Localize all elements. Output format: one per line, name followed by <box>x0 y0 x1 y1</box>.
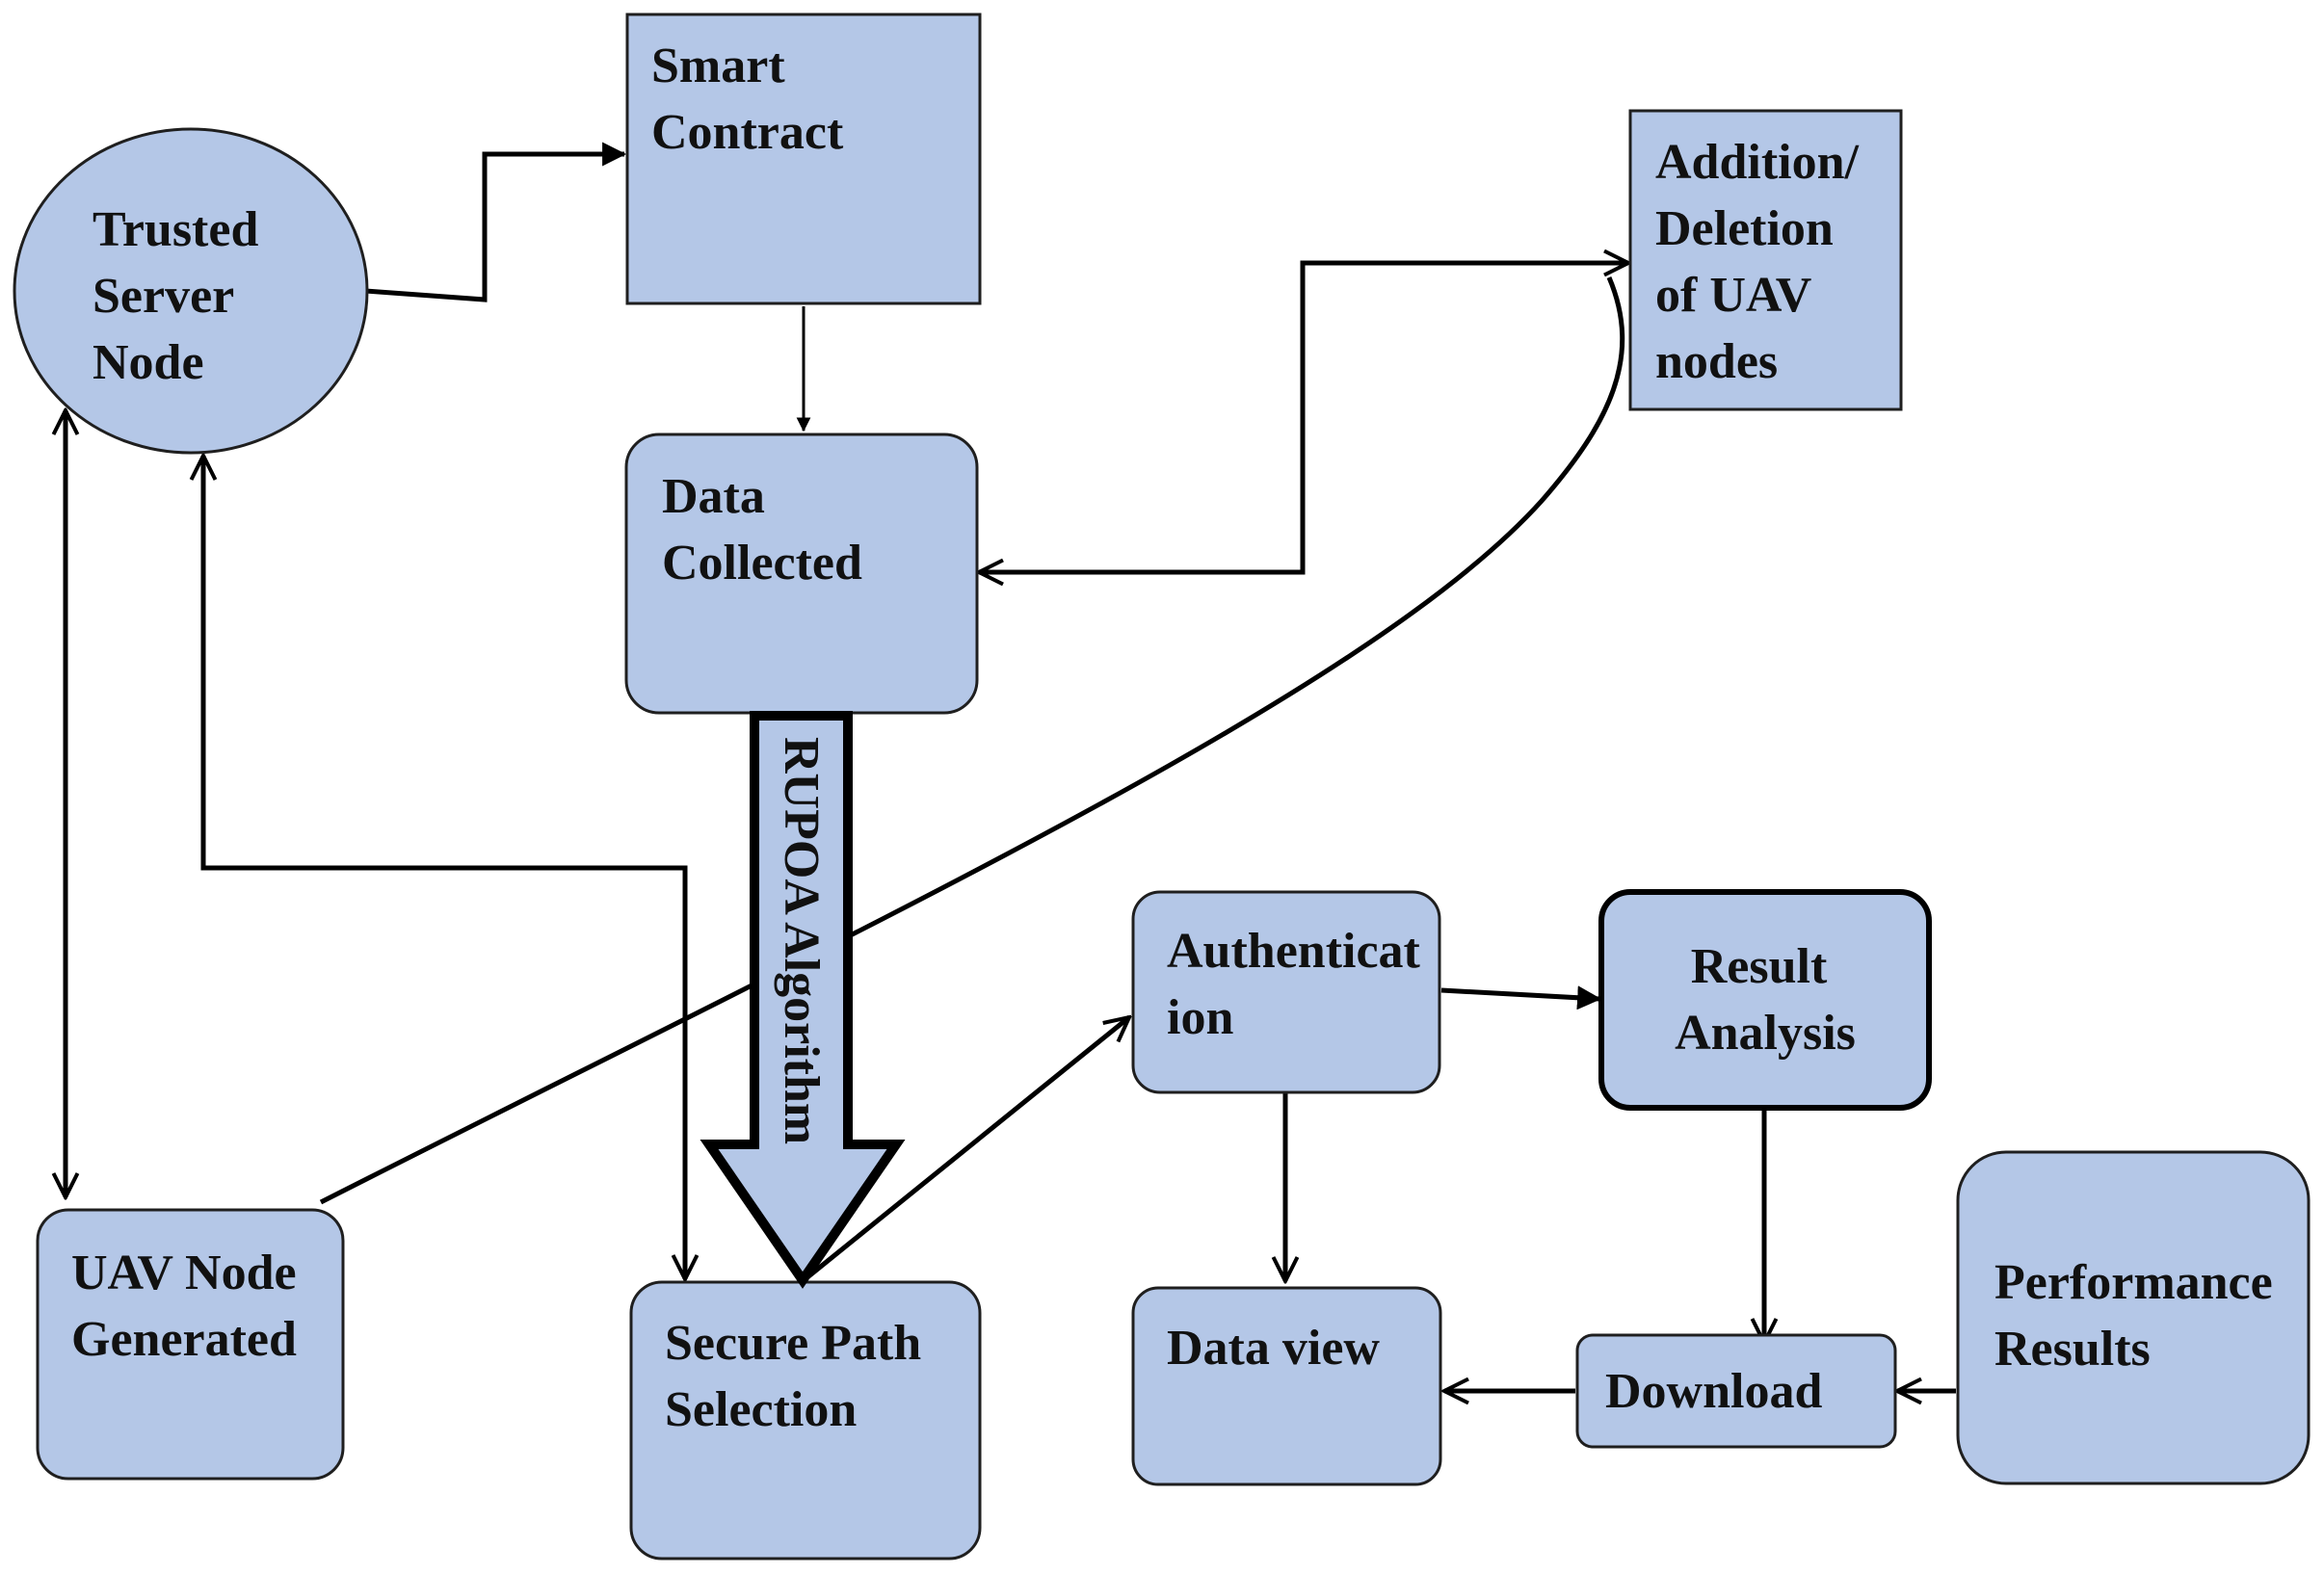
svg-text:UAV Node Generated: UAV Node Generated <box>71 1246 309 1367</box>
node-label-line: Collected <box>662 536 862 590</box>
node-label-line: Server <box>92 269 233 324</box>
node-label-line: Data view <box>1167 1321 1380 1376</box>
rupoa-algorithm-arrow: RUPOA Algorithm <box>700 711 906 1289</box>
node-label-line: Performance <box>1994 1255 2273 1310</box>
node-result-analysis: Result Analysis <box>1598 889 1932 1111</box>
svg-text:Performance Results: Performance Results <box>1994 1255 2285 1377</box>
node-addition-deletion: Addition/ Deletion of UAV nodes <box>1628 109 1903 411</box>
node-label-line: Addition/ <box>1655 135 1860 190</box>
node-shape <box>1956 1150 2311 1485</box>
node-data-view: Data view <box>1131 1286 1442 1486</box>
node-secure-path: Secure Path Selection <box>629 1280 982 1561</box>
node-shape <box>1131 890 1441 1094</box>
node-label-line: UAV Node <box>71 1246 297 1300</box>
node-shape <box>625 13 982 305</box>
node-data-collected: Data Collected <box>624 433 979 715</box>
node-shape <box>1575 1333 1897 1449</box>
node-download: Download <box>1575 1333 1897 1449</box>
node-label-line: ion <box>1167 990 1233 1045</box>
node-label-line: Selection <box>665 1382 857 1437</box>
node-uav-node-generated: UAV Node Generated <box>36 1208 345 1481</box>
svg-text:Result Analysis: Result Analysis <box>1675 939 1856 1061</box>
nodes: Trusted Server Node Smart Contract Addit… <box>13 13 2311 1561</box>
node-label-line: Data <box>662 469 765 524</box>
node-label-line: Node <box>92 335 204 390</box>
svg-text:Trusted Server: Trusted Server Node <box>92 202 271 390</box>
node-trusted-server: Trusted Server Node <box>13 127 369 455</box>
block-arrow-label: RUPOA Algorithm <box>774 737 829 1144</box>
node-shape <box>1628 109 1903 411</box>
node-label-line: Results <box>1994 1322 2151 1377</box>
node-label-line: Authenticat <box>1167 924 1421 979</box>
svg-text:Addition/ Deletion: Addition/ Deletion of UAV nodes <box>1655 135 1871 389</box>
node-label-line: Contract <box>651 105 844 160</box>
svg-text:Authenticat ion: Authenticat ion <box>1167 924 1433 1045</box>
block-arrow-shape <box>700 711 906 1289</box>
node-authentication: Authenticat ion <box>1131 890 1441 1094</box>
node-label-line: Result <box>1691 939 1828 994</box>
node-label-line: Analysis <box>1675 1006 1856 1061</box>
svg-text:Smart Contract: Smart Contract <box>651 39 844 160</box>
node-shape <box>13 127 369 455</box>
node-label-line: Generated <box>71 1312 297 1367</box>
svg-text:Data view: Data view <box>1167 1321 1380 1376</box>
node-label-line: Trusted <box>92 202 258 257</box>
node-label-line: Secure Path <box>665 1316 921 1371</box>
svg-text:Download: Download <box>1605 1364 1822 1419</box>
node-label-line: Download <box>1605 1364 1822 1419</box>
node-smart-contract: Smart Contract <box>625 13 982 305</box>
svg-text:Secure Path Selection: Secure Path Selection <box>665 1316 934 1437</box>
edges <box>66 142 1956 1391</box>
node-shape <box>36 1208 345 1481</box>
node-label-line: Smart <box>651 39 785 93</box>
node-label-line: Deletion <box>1655 201 1834 256</box>
svg-text:Data Collected: Data Collected <box>662 469 862 590</box>
edge-secure-path-to-authentication <box>801 1017 1129 1283</box>
node-label-line: of UAV <box>1655 268 1811 323</box>
node-performance-results: Performance Results <box>1956 1150 2311 1485</box>
edge-trusted-to-smart-contract <box>365 142 627 302</box>
edge-authentication-to-result <box>1440 985 1602 1010</box>
node-shape <box>1598 889 1932 1111</box>
edge-data-collected-addition-deletion <box>979 263 1628 572</box>
edge-trusted-secure-path <box>203 456 685 1279</box>
node-label-line: nodes <box>1655 334 1778 389</box>
node-shape <box>1131 1286 1442 1486</box>
